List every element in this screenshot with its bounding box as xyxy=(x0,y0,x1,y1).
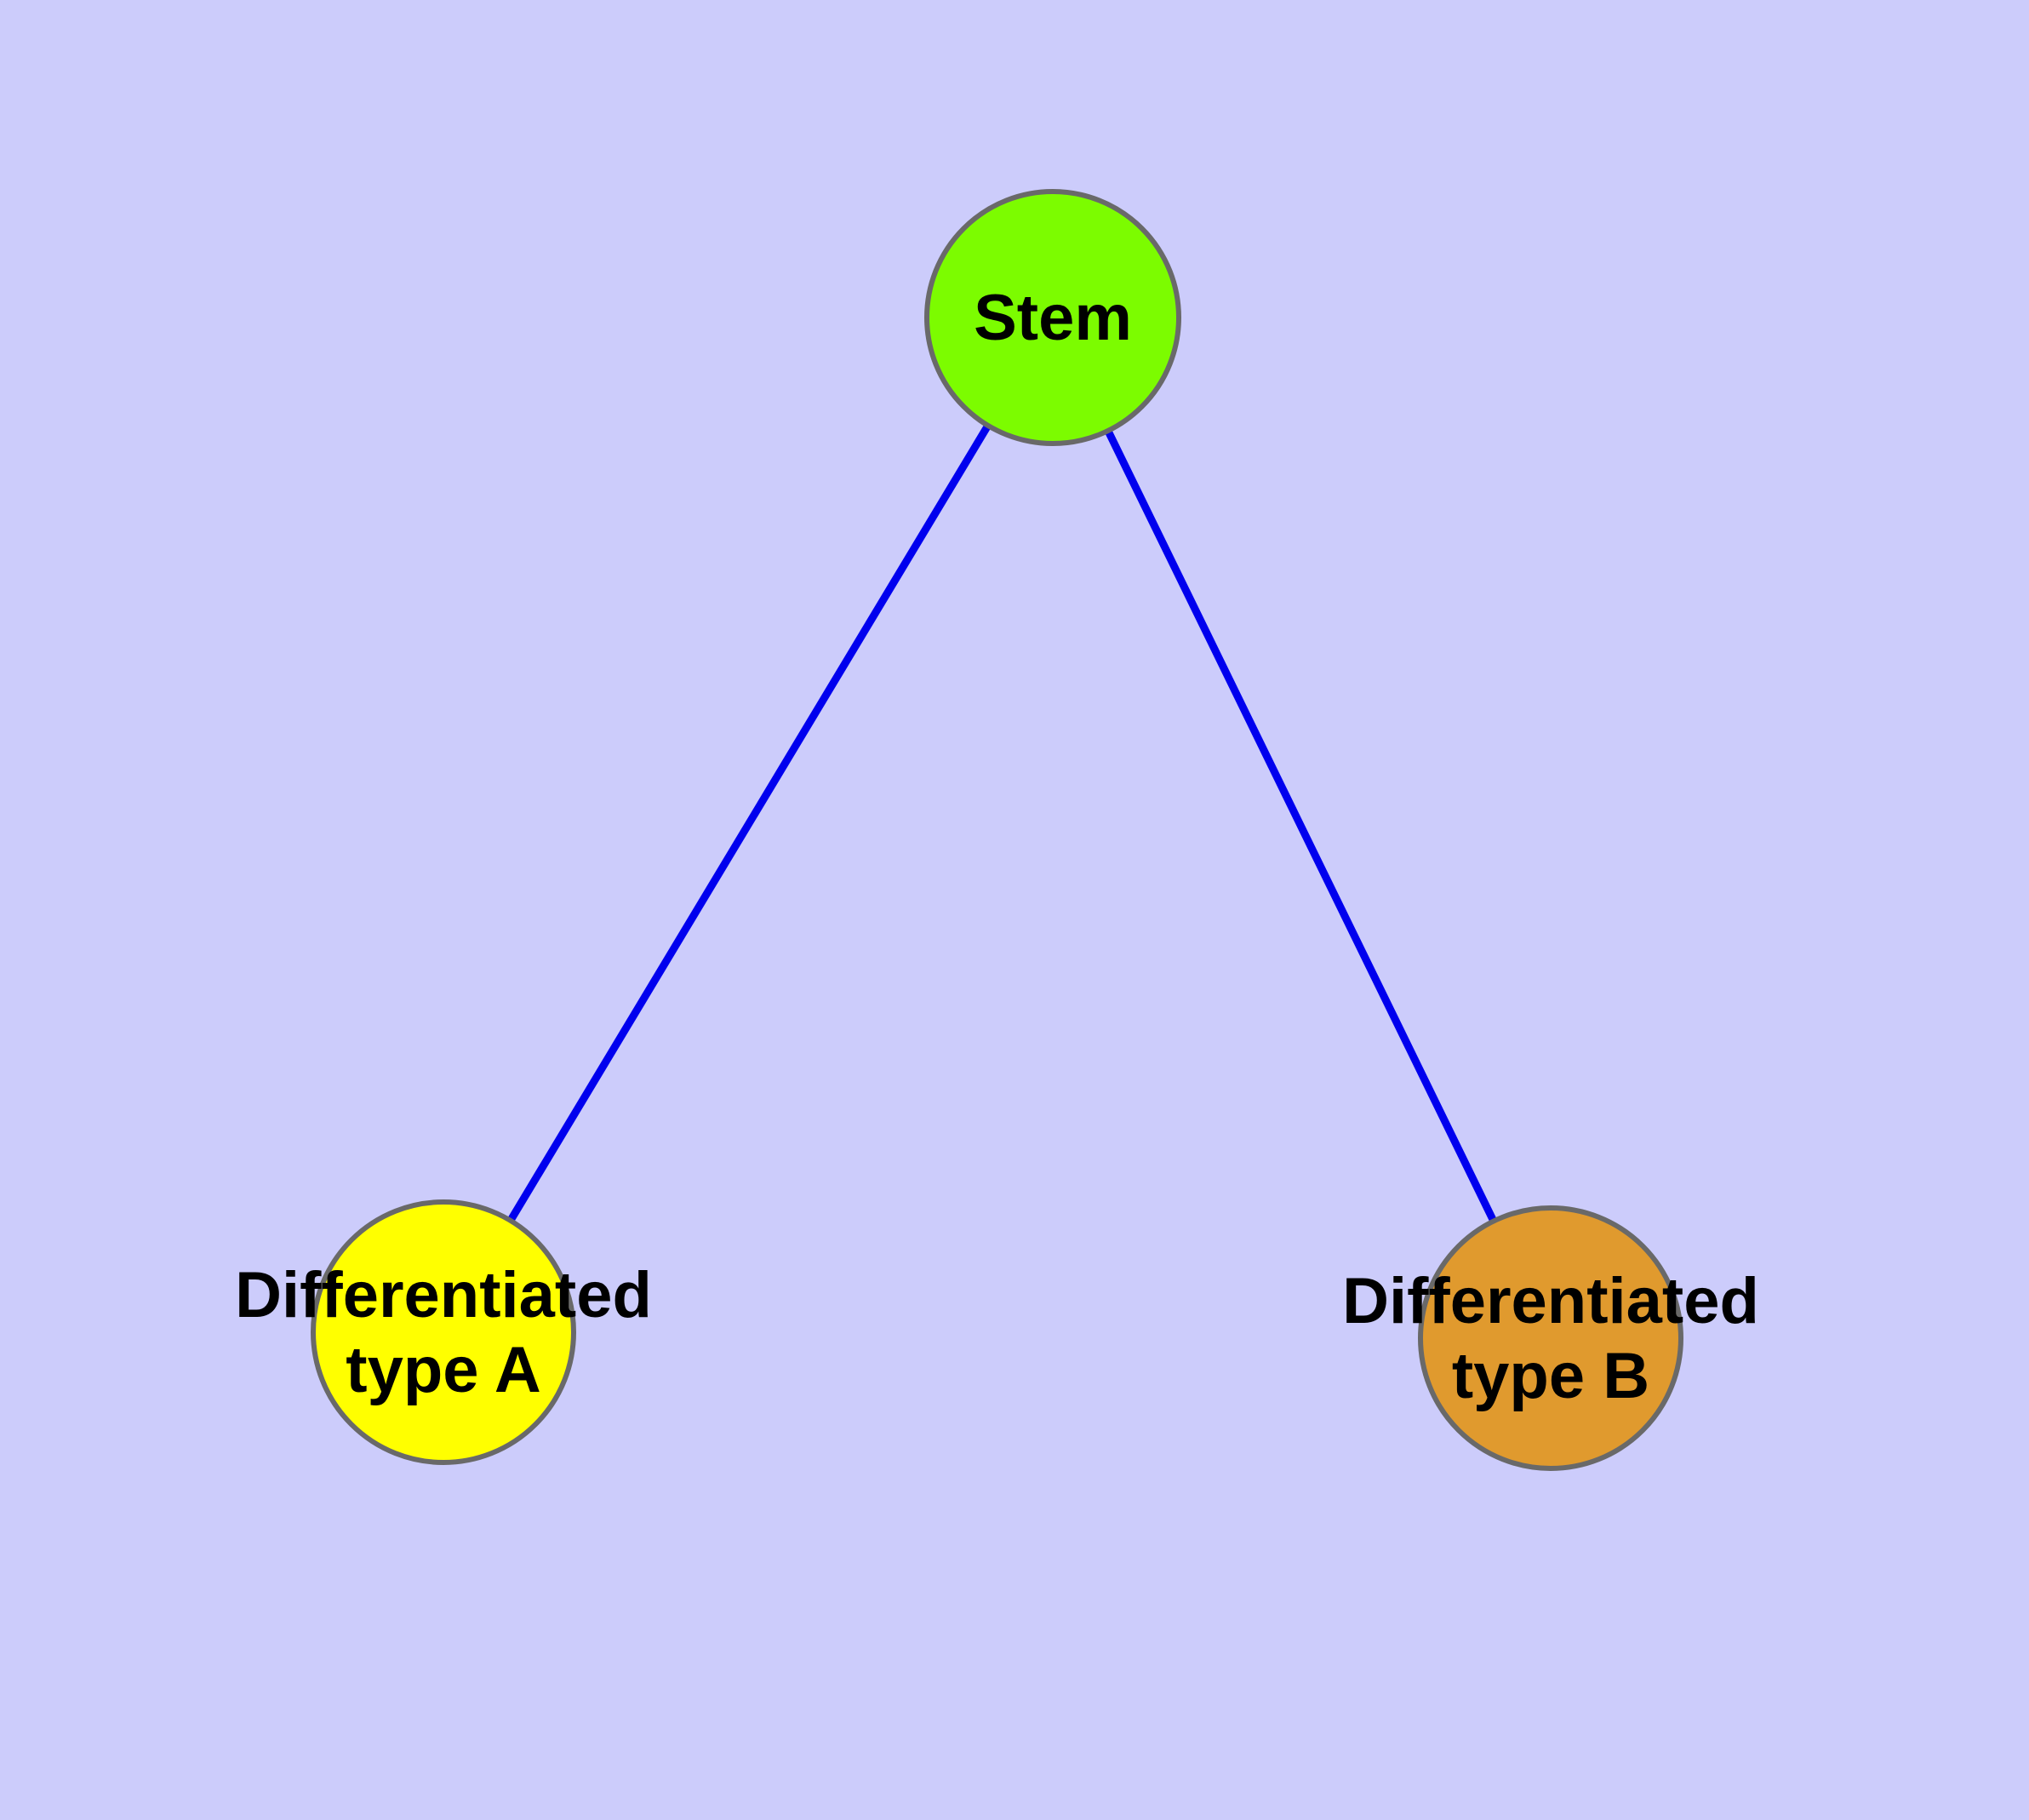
nodes-layer xyxy=(311,189,1683,1471)
edges-layer xyxy=(506,421,1498,1225)
graph-node-stem[interactable] xyxy=(924,189,1181,446)
graph-edge-stem-to-b[interactable] xyxy=(1103,427,1498,1225)
graph-node-label-line: Stem xyxy=(974,282,1132,354)
graph-node-diff-a[interactable] xyxy=(311,1199,576,1465)
graph-node-label-line: Differentiated xyxy=(235,1259,652,1331)
graph-node-diff-b[interactable] xyxy=(1418,1205,1683,1471)
graph-edge-stem-to-a[interactable] xyxy=(506,421,992,1224)
graph-node-label-line: Differentiated xyxy=(1342,1265,1759,1337)
graph-node-label-stem: Stem xyxy=(974,282,1132,354)
graph-node-label-line: type B xyxy=(1452,1340,1649,1412)
graph-node-label-line: type A xyxy=(346,1334,540,1406)
